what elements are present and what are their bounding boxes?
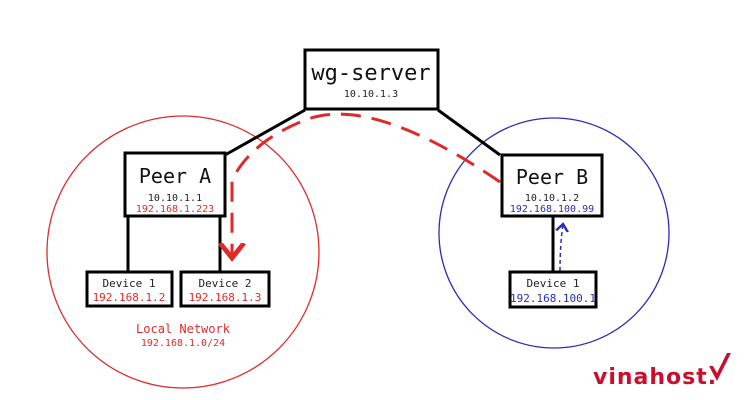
peer-a-lan-ip: 192.168.1.223 [136,204,214,215]
local-network-circle-a [46,115,320,389]
device-b1-node: Device 1 192.168.100.1 [508,270,598,309]
traffic-path-red [232,112,501,258]
device-b1-ip: 192.168.100.1 [510,292,596,305]
checkmark-icon [709,353,731,381]
device-a2-ip: 192.168.1.3 [189,291,262,304]
peer-a-title: Peer A [139,164,211,188]
device-a1-node: Device 1 192.168.1.2 [85,270,174,308]
vinahost-logo: vinahost. [593,353,731,390]
device-a2-title: Device 2 [199,277,252,290]
traffic-path-blue [560,224,563,272]
local-network-subnet: 192.168.1.0/24 [141,338,225,349]
local-network-label: Local Network [136,322,231,336]
link-server-peer-b [437,108,501,157]
peer-b-title: Peer B [516,165,588,189]
link-server-peer-a [224,108,306,157]
peer-a-wg-ip: 10.10.1.1 [148,193,202,204]
logo-text: vinahost. [593,365,717,390]
device-a2-node: Device 2 192.168.1.3 [179,270,271,308]
peer-b-lan-ip: 192.168.100.99 [510,204,594,215]
peer-b-node: Peer B 10.10.1.2 192.168.100.99 [500,153,604,218]
local-network-circle-b [438,117,670,349]
peer-b-wg-ip: 10.10.1.2 [525,193,579,204]
wg-server-title: wg-server [311,61,430,86]
wg-server-ip: 10.10.1.3 [344,89,398,100]
peer-a-node: Peer A 10.10.1.1 192.168.1.223 [123,151,227,218]
device-a1-ip: 192.168.1.2 [93,291,166,304]
device-a1-title: Device 1 [103,277,156,290]
device-b1-title: Device 1 [527,277,580,290]
wg-server-node: wg-server 10.10.1.3 [303,48,440,111]
